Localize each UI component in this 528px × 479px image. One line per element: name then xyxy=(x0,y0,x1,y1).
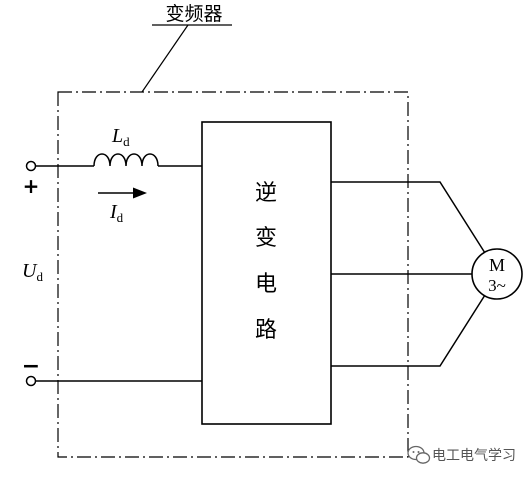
positive-terminal xyxy=(25,160,37,172)
inverter-char-1: 逆 xyxy=(255,181,277,206)
minus-sign: − xyxy=(22,354,40,379)
plus-sign: + xyxy=(23,174,40,198)
motor-symbol xyxy=(471,248,523,300)
inverter-char-2: 变 xyxy=(255,226,277,251)
watermark-text: 电工电气学习 xyxy=(432,448,516,464)
inductor-coil xyxy=(93,153,159,167)
current-label: Id xyxy=(109,201,124,225)
inverter-char-4: 路 xyxy=(255,318,277,343)
output-phase-c xyxy=(331,294,486,367)
voltage-label: Ud xyxy=(22,260,43,284)
negative-terminal xyxy=(25,375,37,387)
diagram-title: 变频器 xyxy=(165,3,222,25)
wechat-icon xyxy=(407,445,431,464)
motor-label-bottom: 3~ xyxy=(488,276,506,295)
output-phase-a xyxy=(331,181,486,254)
motor-label-top: M xyxy=(489,255,505,275)
current-arrow-head xyxy=(133,187,147,199)
title-leader-line xyxy=(141,24,189,93)
inductor-label: Ld xyxy=(111,125,130,149)
inverter-char-3: 电 xyxy=(255,272,277,297)
inverter-circuit-box xyxy=(201,121,332,425)
